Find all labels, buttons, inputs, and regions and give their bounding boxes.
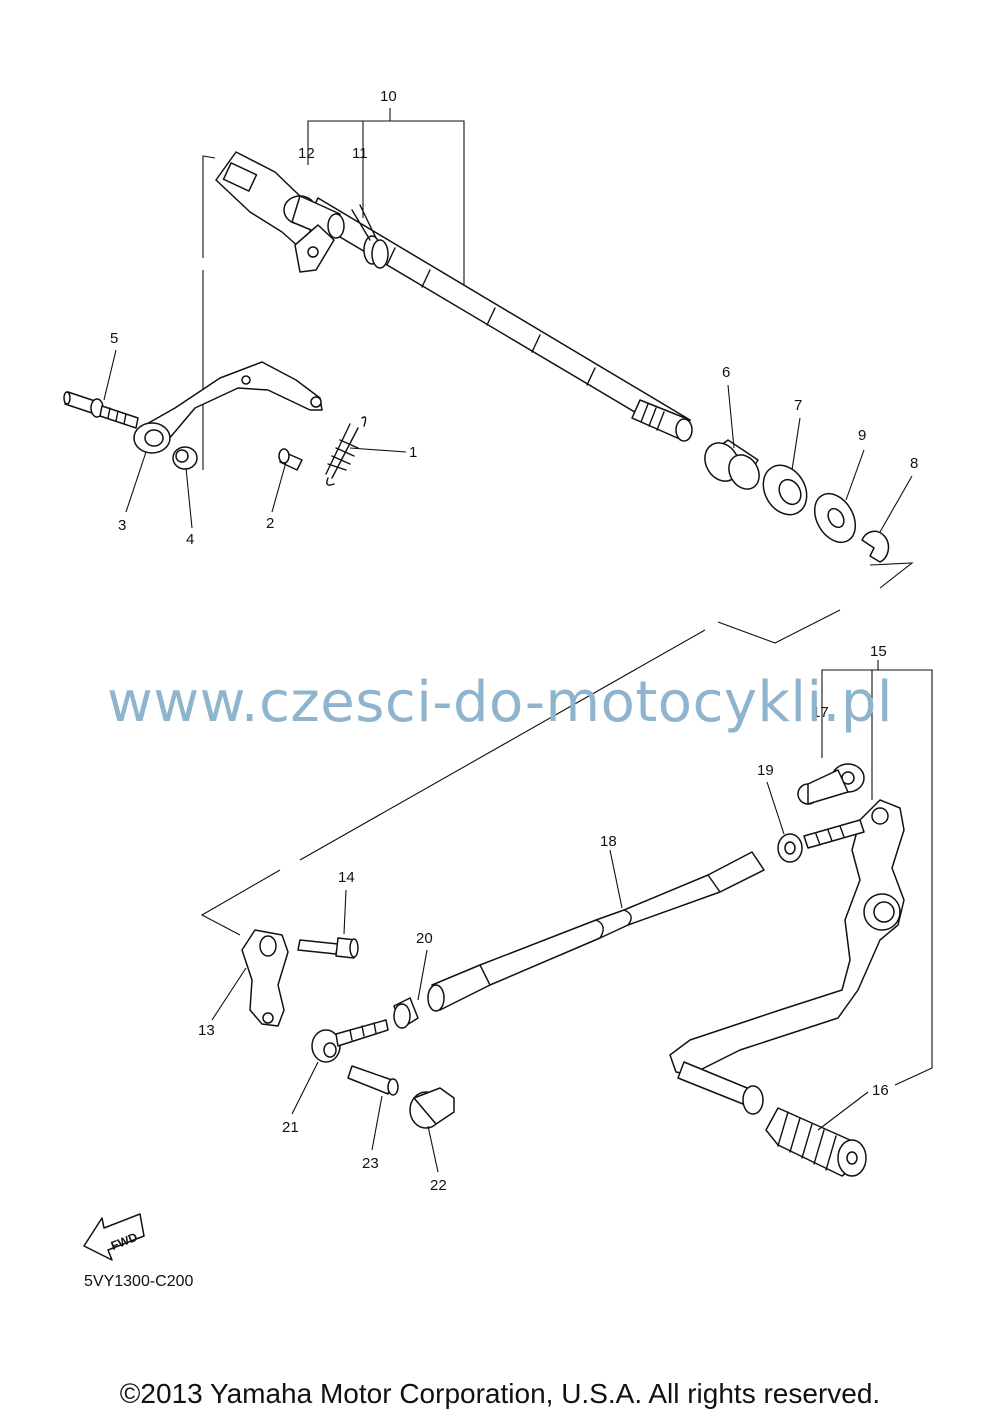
diagram-code: 5VY1300-C200 (84, 1273, 194, 1290)
collar-4 (172, 446, 198, 470)
leader-lines (103, 349, 913, 1173)
shift-pedal-16 (669, 799, 905, 1115)
part-label-23: 23 (362, 1155, 379, 1172)
shift-arm-13 (241, 929, 289, 1027)
nut-19 (777, 833, 803, 863)
part-label-15: 15 (870, 643, 887, 660)
collar-6 (704, 439, 760, 490)
part-label-20: 20 (416, 930, 433, 947)
part-label-3: 3 (118, 517, 126, 534)
bolt-23 (347, 1065, 399, 1096)
part-label-17: 17 (812, 704, 829, 721)
part-label-16: 16 (872, 1082, 889, 1099)
oil-seal-7 (762, 464, 808, 516)
part-labels: 1 2 3 4 5 6 7 8 9 10 11 12 13 14 15 16 1… (110, 88, 918, 1194)
copyright-notice: ©2013 Yamaha Motor Corporation, U.S.A. A… (119, 1378, 881, 1409)
part-label-7: 7 (794, 397, 802, 414)
shift-rod-18 (427, 851, 765, 1012)
washer-9 (813, 493, 857, 543)
bracket-10 (307, 108, 465, 300)
circlip-8 (861, 530, 890, 563)
collar-17 (797, 763, 865, 805)
pin-2 (278, 448, 303, 471)
nut-20 (393, 997, 419, 1029)
bolt-14 (297, 937, 359, 959)
bracket-15 (821, 660, 933, 1086)
part-label-10: 10 (380, 88, 397, 105)
part-label-13: 13 (198, 1022, 215, 1039)
part-label-21: 21 (282, 1119, 299, 1136)
watermark-url: www.czesci-do-motocykli.pl (107, 670, 893, 735)
part-label-11: 11 (352, 145, 368, 162)
part-label-9: 9 (858, 427, 866, 444)
spring-1 (325, 416, 367, 486)
bolt-5 (63, 391, 139, 429)
part-label-4: 4 (186, 531, 194, 548)
shift-shaft-assembly (215, 151, 693, 442)
pedal-rubber (765, 1107, 867, 1177)
pedal-bolt (803, 819, 865, 849)
fwd-arrow-icon: FWD (83, 1213, 145, 1261)
part-label-14: 14 (338, 869, 355, 886)
joint-21 (311, 1019, 389, 1063)
part-label-19: 19 (757, 762, 774, 779)
part-label-5: 5 (110, 330, 118, 347)
part-label-2: 2 (266, 515, 274, 532)
assembly-boundary (200, 155, 914, 936)
cap-22 (409, 1087, 455, 1129)
part-label-12: 12 (298, 145, 315, 162)
part-label-22: 22 (430, 1177, 447, 1194)
part-label-8: 8 (910, 455, 918, 472)
stopper-lever-assembly (133, 361, 323, 454)
part-label-1: 1 (409, 444, 417, 461)
part-label-18: 18 (600, 833, 617, 850)
part-label-6: 6 (722, 364, 730, 381)
